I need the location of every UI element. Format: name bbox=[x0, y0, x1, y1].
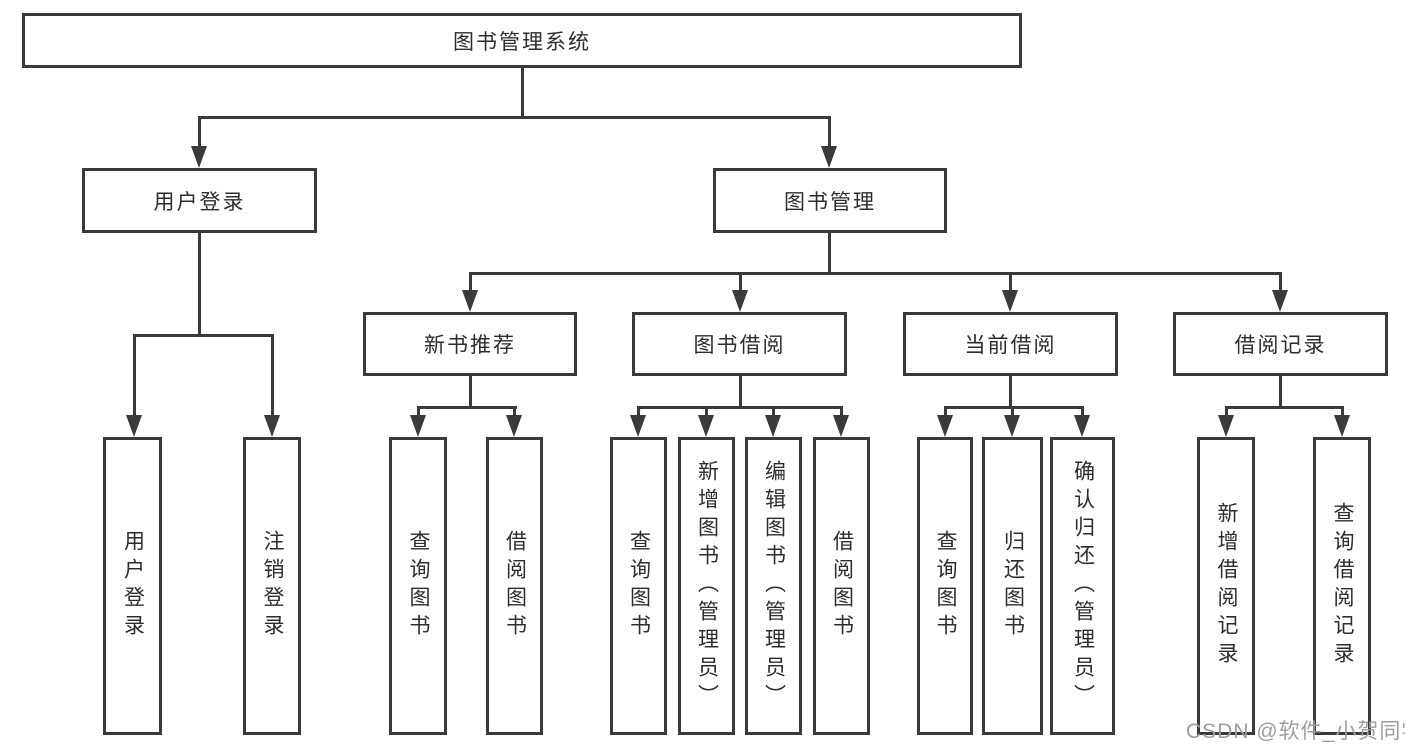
arrow-shaft bbox=[1081, 407, 1084, 417]
arrow-shaft bbox=[943, 407, 947, 417]
arrow-down-icon bbox=[191, 146, 207, 168]
arrow-down-icon bbox=[506, 415, 522, 437]
node-label: 借阅记录 bbox=[1234, 334, 1327, 357]
leaf-borrow-books-recommend: 借阅图书 bbox=[486, 437, 543, 735]
arrow-down-icon bbox=[821, 146, 837, 168]
connector-bar bbox=[636, 405, 843, 409]
node-library-system: 图书管理系统 bbox=[22, 13, 1022, 68]
arrow-down-icon bbox=[765, 415, 781, 437]
leaf-borrow-books: 借阅图书 bbox=[813, 437, 870, 735]
arrow-shaft bbox=[705, 407, 708, 417]
arrow-down-icon bbox=[462, 290, 478, 312]
connector-bar bbox=[468, 271, 1282, 275]
leaf-user-login: 用户登录 bbox=[103, 437, 162, 735]
arrow-down-icon bbox=[937, 415, 953, 437]
arrow-down-icon bbox=[1002, 290, 1018, 312]
leaf-label: 编辑图书（管理员） bbox=[762, 460, 786, 712]
csdn-watermark: CSDN @软件_小贺同学 bbox=[1186, 720, 1405, 743]
node-label: 图书管理系统 bbox=[453, 30, 591, 54]
leaf-label: 查询图书 bbox=[407, 530, 431, 642]
leaf-logout: 注销登录 bbox=[243, 437, 301, 735]
arrow-down-icon bbox=[732, 290, 748, 312]
node-book-management: 图书管理 bbox=[713, 168, 947, 233]
leaf-label: 确认归还（管理员） bbox=[1071, 460, 1095, 712]
leaf-label: 归还图书 bbox=[1001, 530, 1025, 642]
leaf-label: 注销登录 bbox=[261, 530, 285, 642]
leaf-label: 查询图书 bbox=[934, 530, 958, 642]
connector-stem bbox=[738, 376, 742, 407]
connector-bar bbox=[132, 333, 274, 337]
leaf-add-borrow-record: 新增借阅记录 bbox=[1197, 437, 1255, 735]
arrow-shaft bbox=[416, 407, 420, 417]
arrow-shaft bbox=[772, 407, 775, 417]
node-borrowing-records: 借阅记录 bbox=[1173, 312, 1388, 376]
leaf-confirm-return-admin: 确认归还（管理员） bbox=[1050, 437, 1115, 735]
leaf-label: 用户登录 bbox=[121, 530, 145, 642]
connector-bar bbox=[1224, 405, 1344, 409]
arrow-down-icon bbox=[630, 415, 646, 437]
node-new-book-recommendation: 新书推荐 bbox=[363, 312, 577, 376]
arrow-shaft bbox=[468, 273, 472, 292]
arrow-shaft bbox=[827, 117, 831, 148]
arrow-shaft bbox=[197, 117, 201, 148]
arrow-shaft bbox=[637, 407, 640, 417]
leaf-query-books-current: 查询图书 bbox=[917, 437, 973, 735]
arrow-down-icon bbox=[1334, 415, 1350, 437]
node-label: 新书推荐 bbox=[424, 334, 516, 357]
arrow-shaft bbox=[513, 407, 516, 417]
arrow-down-icon bbox=[1272, 290, 1288, 312]
arrow-shaft bbox=[1340, 407, 1344, 417]
arrow-down-icon bbox=[833, 415, 849, 437]
arrow-down-icon bbox=[264, 415, 280, 437]
node-label: 当前借阅 bbox=[964, 334, 1057, 357]
connector-stem bbox=[468, 376, 472, 407]
leaf-query-borrow-record: 查询借阅记录 bbox=[1313, 437, 1371, 735]
arrow-shaft bbox=[132, 335, 136, 417]
leaf-return-books: 归还图书 bbox=[982, 437, 1043, 735]
leaf-label: 新增借阅记录 bbox=[1215, 502, 1239, 670]
connector-stem bbox=[197, 233, 201, 336]
arrow-down-icon bbox=[410, 415, 426, 437]
arrow-shaft bbox=[738, 273, 742, 292]
leaf-query-books-recommend: 查询图书 bbox=[389, 437, 447, 735]
connector-stem bbox=[1279, 376, 1282, 407]
arrow-shaft bbox=[840, 407, 843, 417]
arrow-shaft bbox=[270, 335, 274, 417]
arrow-shaft bbox=[1011, 407, 1014, 417]
node-current-borrowing: 当前借阅 bbox=[903, 312, 1118, 376]
leaf-label: 查询图书 bbox=[627, 530, 651, 642]
leaf-label: 借阅图书 bbox=[830, 530, 854, 642]
node-user-login: 用户登录 bbox=[82, 168, 317, 233]
leaf-label: 借阅图书 bbox=[503, 530, 527, 642]
leaf-label: 新增图书（管理员） bbox=[695, 460, 719, 712]
node-label: 图书管理 bbox=[784, 190, 876, 214]
arrow-shaft bbox=[1279, 273, 1282, 292]
leaf-edit-books-admin: 编辑图书（管理员） bbox=[745, 437, 802, 735]
connector-bar bbox=[416, 405, 517, 409]
connector-stem bbox=[520, 68, 524, 117]
leaf-query-books-borrow: 查询图书 bbox=[610, 437, 667, 735]
node-label: 用户登录 bbox=[153, 190, 246, 214]
arrow-shaft bbox=[1009, 273, 1012, 292]
connector-stem bbox=[827, 233, 831, 273]
arrow-down-icon bbox=[1004, 415, 1020, 437]
node-label: 图书借阅 bbox=[693, 334, 786, 357]
arrow-down-icon bbox=[1218, 415, 1234, 437]
arrow-down-icon bbox=[1074, 415, 1090, 437]
arrow-down-icon bbox=[126, 415, 142, 437]
node-book-borrowing: 图书借阅 bbox=[632, 312, 847, 376]
connector-bar bbox=[197, 115, 831, 119]
leaf-add-books-admin: 新增图书（管理员） bbox=[678, 437, 735, 735]
arrow-down-icon bbox=[698, 415, 714, 437]
connector-stem bbox=[1009, 376, 1012, 407]
leaf-label: 查询借阅记录 bbox=[1331, 502, 1355, 670]
arrow-shaft bbox=[1224, 407, 1228, 417]
